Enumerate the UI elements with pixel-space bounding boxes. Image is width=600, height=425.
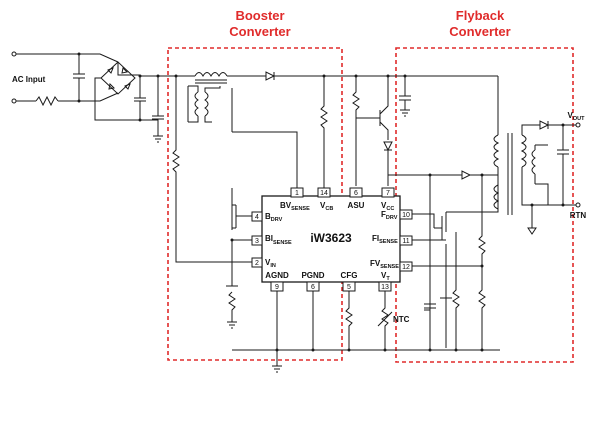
svg-text:VT: VT [381,271,390,282]
svg-text:5: 5 [347,284,351,291]
flyback-primary [493,134,500,168]
svg-text:BDRV: BDRV [265,212,283,223]
bridge-rectifier [100,61,136,95]
svg-text:10: 10 [402,212,410,219]
ic-pin-vin: 2 VIN [251,257,276,269]
flyback-title-line2: Converter [449,24,510,39]
svg-text:6: 6 [311,284,315,291]
ic-pin-vt: 13 VT [378,271,392,292]
ic-pin-agnd: 9 AGND [265,271,289,292]
svg-text:BVSENSE: BVSENSE [280,201,310,212]
svg-text:ASU: ASU [348,201,365,210]
ntc-label: NTC [393,315,410,324]
svg-text:11: 11 [402,238,409,245]
svg-text:FDRV: FDRV [381,210,398,221]
ic-pin-bvsense: 1 BVSENSE [280,187,310,212]
svg-text:4: 4 [255,214,259,221]
svg-text:13: 13 [381,284,389,291]
ic-pin-asu: 6 ASU [348,187,365,210]
boost-diode [265,71,276,81]
svg-text:VCB: VCB [320,201,333,212]
output-diode [539,120,550,130]
flyback-title-line1: Flyback [456,8,505,23]
svg-text:FVSENSE: FVSENSE [370,259,399,270]
svg-text:6: 6 [354,190,358,197]
ic-pin-pgnd: 6 PGND [301,271,325,292]
booster-power-stage [172,71,388,329]
svg-text:PGND: PGND [301,271,324,280]
svg-text:3: 3 [255,238,259,245]
vout-label: VOUT [568,111,586,122]
svg-text:FISENSE: FISENSE [372,234,398,245]
ic-pin-cfg: 5 CFG [341,271,358,292]
ground-bus: NTC [232,290,500,373]
boost-aux-winding [194,91,199,117]
boost-inductor [194,72,228,78]
vcc-diode [383,141,393,152]
svg-text:CFG: CFG [341,271,358,280]
svg-text:1: 1 [295,190,299,197]
input-resistor [35,95,59,107]
flyback-power-stage [352,74,581,350]
svg-text:BISENSE: BISENSE [265,234,292,246]
ic-pin-bisense: 3 BISENSE [251,234,292,246]
ic-pin-vcb: 14 VCB [317,187,333,212]
svg-text:14: 14 [320,190,328,197]
svg-text:VIN: VIN [265,258,276,269]
ic-pin-vcc: 7 VCC [381,187,395,212]
booster-title-line1: Booster [235,8,284,23]
svg-text:12: 12 [402,264,410,271]
ic-body [261,195,401,283]
svg-text:AGND: AGND [265,271,289,280]
svg-text:9: 9 [275,284,279,291]
ic-pin-fvsense: 12 FVSENSE [370,259,413,272]
ic-pin-fdrv: 10 FDRV [381,209,413,221]
ac-input-label: AC Input [12,75,46,84]
booster-title-line2: Converter [229,24,290,39]
rtn-label: RTN [570,211,587,220]
ac-input-stage: AC Input [11,51,172,143]
ic-pin-fisense: 11 FISENSE [372,234,413,246]
rtn-terminal [575,202,581,208]
ac-terminal-bottom [11,98,17,104]
svg-text:VCC: VCC [381,201,394,212]
svg-text:7: 7 [386,190,390,197]
vout-terminal [575,122,581,128]
ac-terminal-top [11,51,17,57]
ic-pin-bdrv: 4 BDRV [251,211,283,223]
ic-name: iW3623 [310,231,352,245]
svg-text:2: 2 [255,260,259,267]
